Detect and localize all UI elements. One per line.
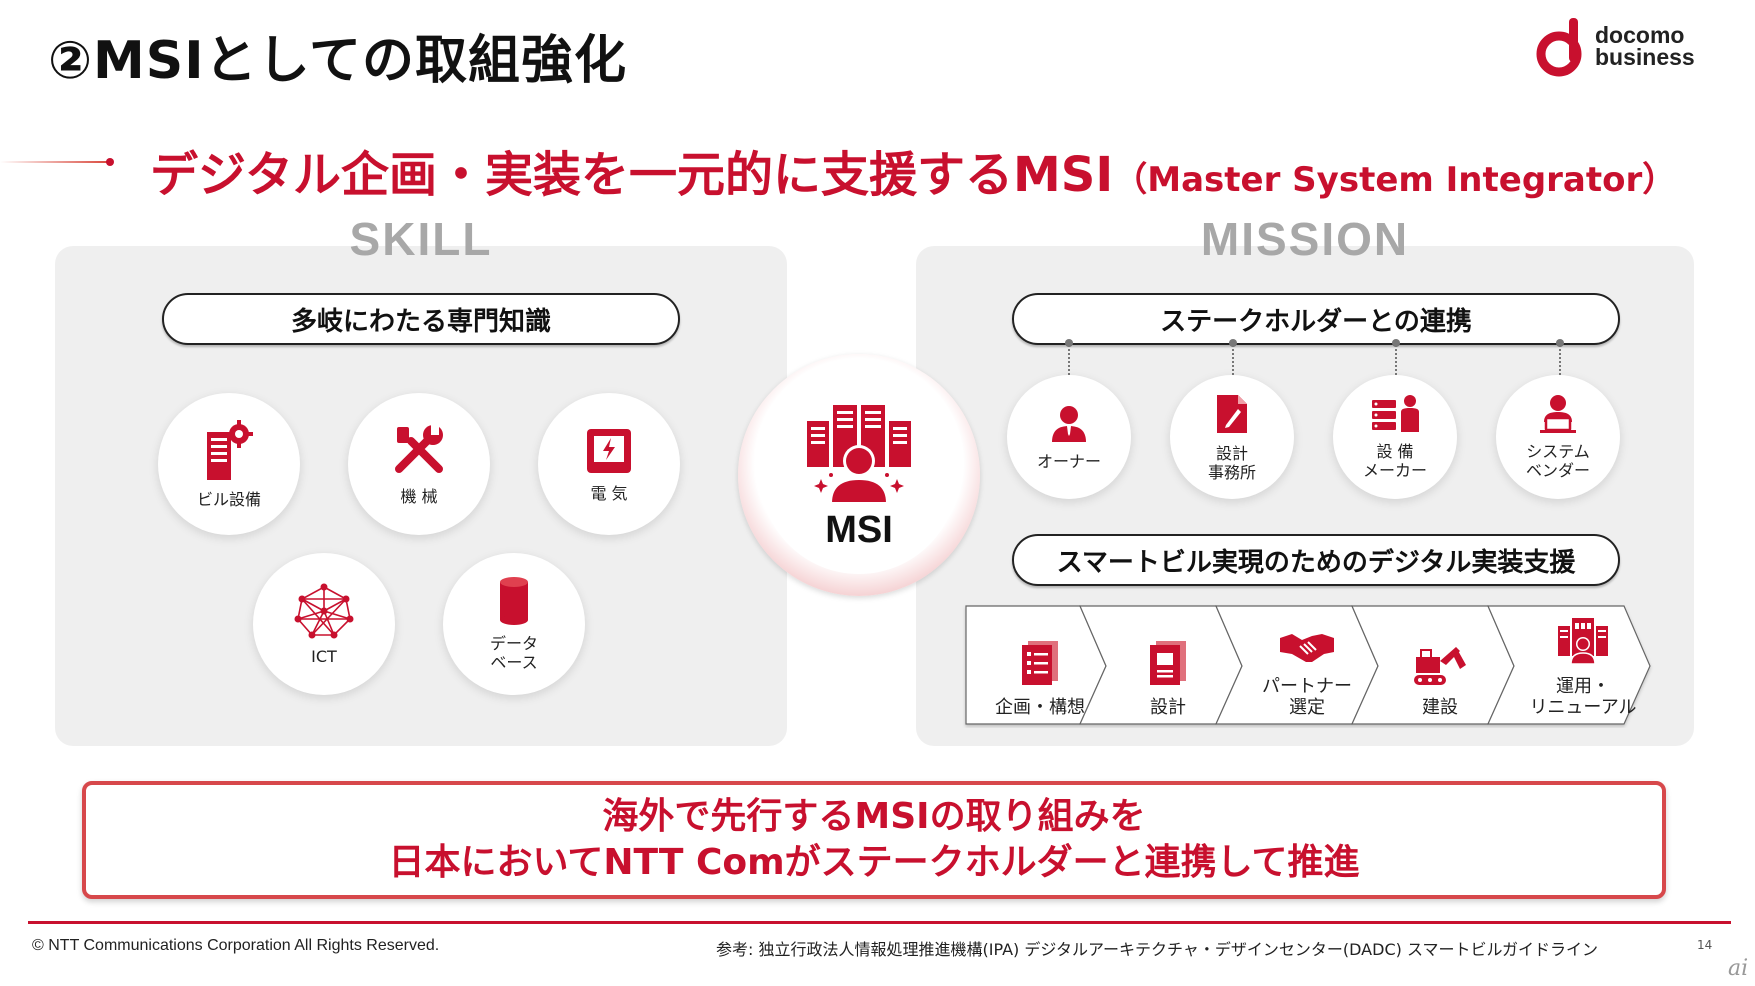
banner-line1: 海外で先行するMSIの取り組みを	[602, 796, 1146, 837]
logo-line1: docomo	[1595, 22, 1685, 48]
database-icon	[500, 577, 528, 625]
subtitle-main: デジタル企画・実装を一元的に支援するMSI	[150, 147, 1114, 203]
mission-stakeholder-pill: ステークホルダーとの連携	[1012, 293, 1620, 345]
checklist-icon	[1022, 641, 1058, 685]
operation-icon	[1558, 618, 1608, 665]
document-icon	[1150, 641, 1186, 685]
building-gear-icon	[207, 419, 253, 480]
docomo-logo-icon	[1536, 18, 1582, 77]
connector-node	[1229, 339, 1237, 347]
electric-panel-icon	[587, 428, 631, 473]
process-step-partner: パートナー 選定	[1232, 608, 1382, 732]
skill-item-ict: ICT	[253, 553, 395, 695]
network-icon	[294, 583, 354, 638]
stakeholder-label2: ベンダー	[1525, 461, 1590, 480]
page-title: ②MSIとしての取組強化	[48, 31, 628, 91]
footer-rule	[28, 921, 1731, 924]
subtitle: デジタル企画・実装を一元的に支援するMSI（Master System Inte…	[150, 135, 1676, 205]
skill-item-label1: データ	[489, 634, 538, 653]
page-number: 14	[1697, 938, 1713, 952]
subtitle-accent-dot	[106, 158, 114, 166]
skill-item-building: ビル設備	[158, 393, 300, 535]
stakeholder-label1: システム	[1526, 442, 1590, 461]
connector-line	[1232, 345, 1234, 375]
stakeholder-design-office: 設計 事務所	[1170, 375, 1294, 499]
process-step-planning: 企画・構想	[960, 608, 1120, 732]
reference-note: 参考: 独立行政法人情報処理推進機構(IPA) デジタルアーキテクチャ・デザイン…	[716, 940, 1598, 959]
subtitle-paren: （Master System Integrator）	[1113, 160, 1677, 200]
skill-item-database: データ ベース	[443, 553, 585, 695]
stakeholder-owner: オーナー	[1007, 375, 1131, 499]
skill-item-electric: 電 気	[538, 393, 680, 535]
handshake-icon	[1280, 634, 1334, 662]
msi-label: MSI	[825, 508, 893, 551]
process-step-construction: 建設	[1372, 608, 1508, 732]
msi-buildings-person-icon	[807, 404, 911, 503]
watermark: ai	[1728, 956, 1749, 981]
logo-line2: business	[1595, 44, 1695, 70]
tools-icon	[395, 424, 443, 473]
design-office-icon	[1217, 395, 1247, 433]
process-step-label1: 企画・構想	[995, 697, 1085, 718]
process-step-operation: 運用・ リニューアル	[1508, 608, 1658, 732]
skill-item-label2: ベース	[490, 653, 538, 672]
skill-pill: 多岐にわたる専門知識	[162, 293, 680, 345]
stakeholder-label1: オーナー	[1036, 451, 1101, 471]
system-vendor-icon	[1540, 395, 1576, 433]
connector-node	[1065, 339, 1073, 347]
skill-item-label: ビル設備	[196, 489, 261, 509]
stakeholder-equipment-maker: 設 備 メーカー	[1333, 375, 1457, 499]
excavator-icon	[1414, 647, 1466, 685]
connector-node	[1392, 339, 1400, 347]
connector-line	[1395, 345, 1397, 375]
msi-center-circle: MSI	[738, 354, 980, 596]
banner-line2: 日本においてNTT Comがステークホルダーと連携して推進	[388, 842, 1360, 883]
copyright: © NTT Communications Corporation All Rig…	[32, 937, 440, 954]
process-step-label1: 設計	[1150, 697, 1186, 718]
process-step-label1: 建設	[1422, 697, 1458, 718]
process-step-label1: パートナー	[1262, 676, 1352, 697]
mission-implementation-pill: スマートビル実現のためのデジタル実装支援	[1012, 534, 1620, 586]
skill-label: SKILL	[349, 213, 493, 265]
connector-line	[1068, 345, 1070, 375]
mission-label: MISSION	[1200, 213, 1410, 265]
docomo-business-logo: docomo business	[1535, 14, 1725, 86]
subtitle-accent-line	[0, 161, 110, 163]
process-step-design: 設計	[1100, 608, 1236, 732]
msi-center-inner: MSI	[760, 376, 958, 574]
stakeholder-label1: 設 備	[1376, 442, 1414, 461]
skill-item-label: ICT	[311, 646, 337, 666]
equipment-maker-icon	[1372, 395, 1419, 432]
process-steps: 企画・構想 設計 パートナー 選定 建設	[970, 608, 1670, 732]
process-step-label2: リニューアル	[1529, 697, 1637, 718]
summary-banner: 海外で先行するMSIの取り組みを 日本においてNTT Comがステークホルダーと…	[82, 781, 1666, 899]
connector-node	[1556, 339, 1564, 347]
owner-icon	[1052, 405, 1086, 442]
stakeholder-label2: 事務所	[1207, 463, 1256, 482]
stakeholder-label2: メーカー	[1362, 461, 1427, 480]
process-step-label2: 選定	[1289, 697, 1325, 718]
stakeholder-system-vendor: システム ベンダー	[1496, 375, 1620, 499]
process-step-label1: 運用・	[1556, 676, 1610, 697]
skill-item-label: 電 気	[590, 483, 628, 503]
skill-item-label: 機 械	[400, 486, 438, 506]
logo-wordmark: docomo business	[1595, 22, 1695, 70]
stakeholder-label1: 設計	[1215, 444, 1248, 463]
connector-line	[1559, 345, 1561, 375]
skill-item-machine: 機 械	[348, 393, 490, 535]
